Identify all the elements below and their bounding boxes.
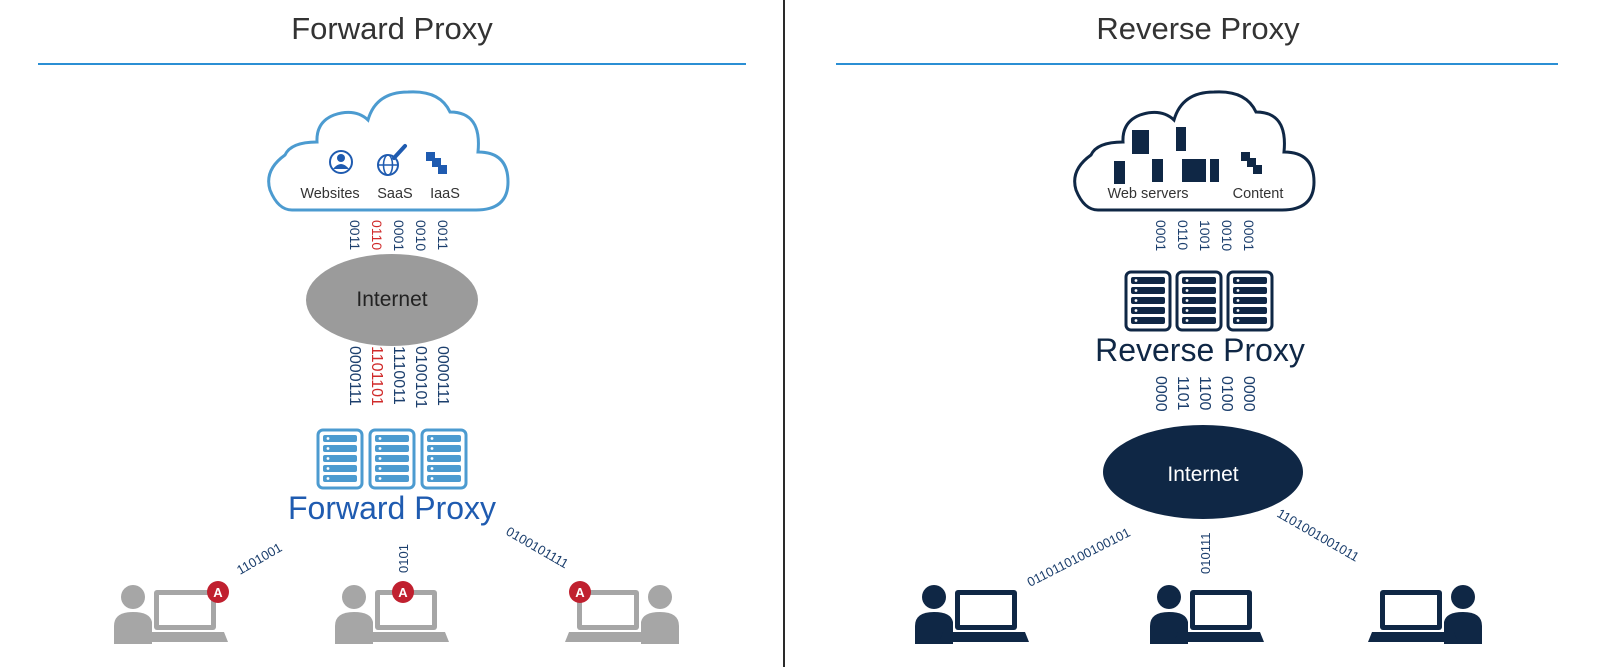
bitstream: 0001 [1153, 220, 1169, 251]
agent-badge: A [392, 581, 414, 603]
reverse-bitstream-top: 0001 0110 1001 0010 0001 [1153, 220, 1257, 251]
web-servers-icon [1114, 127, 1219, 184]
bitstream-user-right: 1101001001011 [1275, 506, 1362, 565]
bitstream: 0001 [1241, 220, 1257, 251]
reverse-cloud: Web servers Content [1073, 90, 1316, 212]
content-label: Content [1233, 186, 1284, 202]
forward-panel-title: Forward Proxy [291, 11, 493, 46]
agent-badge: A [207, 581, 229, 603]
reverse-user-left-icon [915, 585, 1029, 644]
forward-user-center-icon [335, 585, 449, 644]
forward-proxy-servers-icon [316, 428, 468, 490]
bitstream: 1100 [1196, 376, 1213, 411]
iaas-label: IaaS [430, 186, 460, 202]
forward-proxy-panel: Forward Proxy Webs [38, 11, 746, 644]
bitstream-user-right: 0100101111 [504, 524, 572, 572]
bitstream: 1101 [1174, 376, 1191, 411]
bitstream: 0100101 [412, 346, 429, 408]
bitstream-highlight: 0110 [369, 220, 385, 250]
reverse-proxy-servers-icon [1124, 270, 1274, 332]
forward-cloud: Websites SaaS IaaS [267, 90, 510, 212]
bitstream: 0010 [413, 220, 429, 251]
bitstream: 0000 [1240, 376, 1257, 412]
bitstream: 0010 [1219, 220, 1235, 251]
websites-label: Websites [300, 186, 359, 202]
bitstream: 1001 [1197, 220, 1213, 251]
bitstream: 0110 [1175, 220, 1191, 250]
saas-label: SaaS [377, 186, 412, 202]
websites-icon [329, 150, 353, 174]
reverse-internet-ellipse [1103, 425, 1303, 519]
reverse-bitstream-mid: 0000 1101 1100 0100 0000 [1152, 376, 1257, 412]
forward-internet-ellipse [306, 254, 478, 346]
bitstream-user-left: 0110110100100101 [1025, 525, 1133, 590]
forward-bitstream-mid: 0000111 1101101 1110011 0100101 0000111 [346, 346, 451, 408]
bitstream: 0100 [1218, 376, 1235, 412]
forward-proxy-label: Forward Proxy [288, 490, 496, 526]
bitstream: 0011 [435, 220, 451, 250]
bitstream: 1110011 [390, 346, 407, 405]
saas-icon [377, 144, 407, 176]
bitstream: 0000 [1152, 376, 1169, 412]
content-icon [1241, 152, 1262, 174]
bitstream-user-center: 0101 [396, 544, 411, 573]
bitstream: 0000111 [346, 346, 363, 406]
bitstream: 0001 [391, 220, 407, 251]
bitstream-user-left: 1101001 [234, 540, 285, 578]
forward-bitstream-top: 0011 0110 0001 0010 0011 [347, 220, 451, 251]
reverse-proxy-label: Reverse Proxy [1095, 332, 1305, 368]
reverse-internet-label: Internet [1167, 463, 1238, 486]
agent-badge-letter: A [398, 585, 408, 600]
bitstream: 0011 [347, 220, 363, 250]
bitstream: 0000111 [434, 346, 451, 406]
reverse-panel-title: Reverse Proxy [1096, 11, 1300, 46]
agent-badge-letter: A [213, 585, 223, 600]
reverse-user-center-icon [1150, 585, 1264, 644]
forward-internet-label: Internet [356, 288, 427, 311]
bitstream-highlight: 1101101 [368, 346, 385, 406]
reverse-user-right-icon [1368, 585, 1482, 644]
iaas-icon [426, 152, 447, 174]
agent-badge-letter: A [575, 585, 585, 600]
web-servers-label: Web servers [1107, 186, 1188, 202]
reverse-proxy-panel: Reverse Proxy Web servers Content [836, 11, 1558, 644]
agent-badge: A [569, 581, 591, 603]
bitstream-user-center: 010111 [1198, 533, 1213, 574]
